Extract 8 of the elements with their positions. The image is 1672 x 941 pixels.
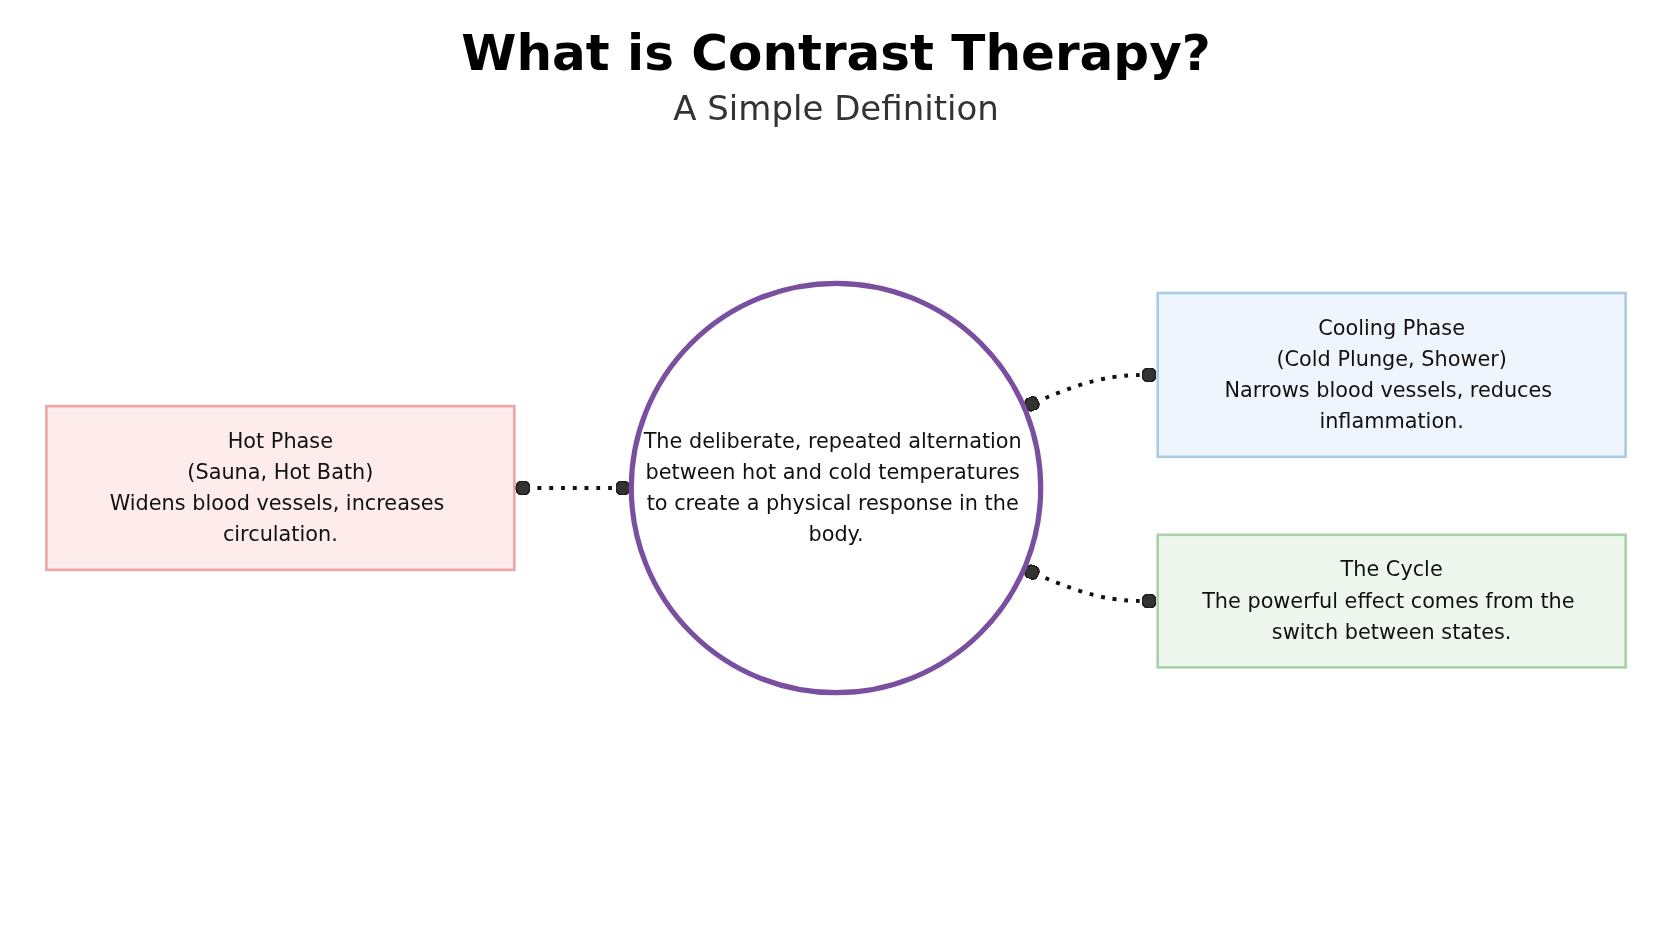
node-circle: The deliberate, repeated alternation between hot and cold temperatures to create a physical response in the body. [628,280,1044,696]
node-box: Hot Phase (Sauna, Hot Bath) Widens blood vessels, increases circulation. [45,404,516,572]
title: What is Contrast Therapy? [460,24,1212,82]
connector [1023,564,1158,609]
node-box: Cooling Phase (Cold Plunge, Shower) Narrows blood vessels, reduces inflammation. [1156,291,1627,459]
subtitle: A Simple Definition [672,88,1000,128]
connector [1023,367,1158,412]
node-box: The Cycle The powerful effect comes from the switch between states. [1156,533,1627,669]
